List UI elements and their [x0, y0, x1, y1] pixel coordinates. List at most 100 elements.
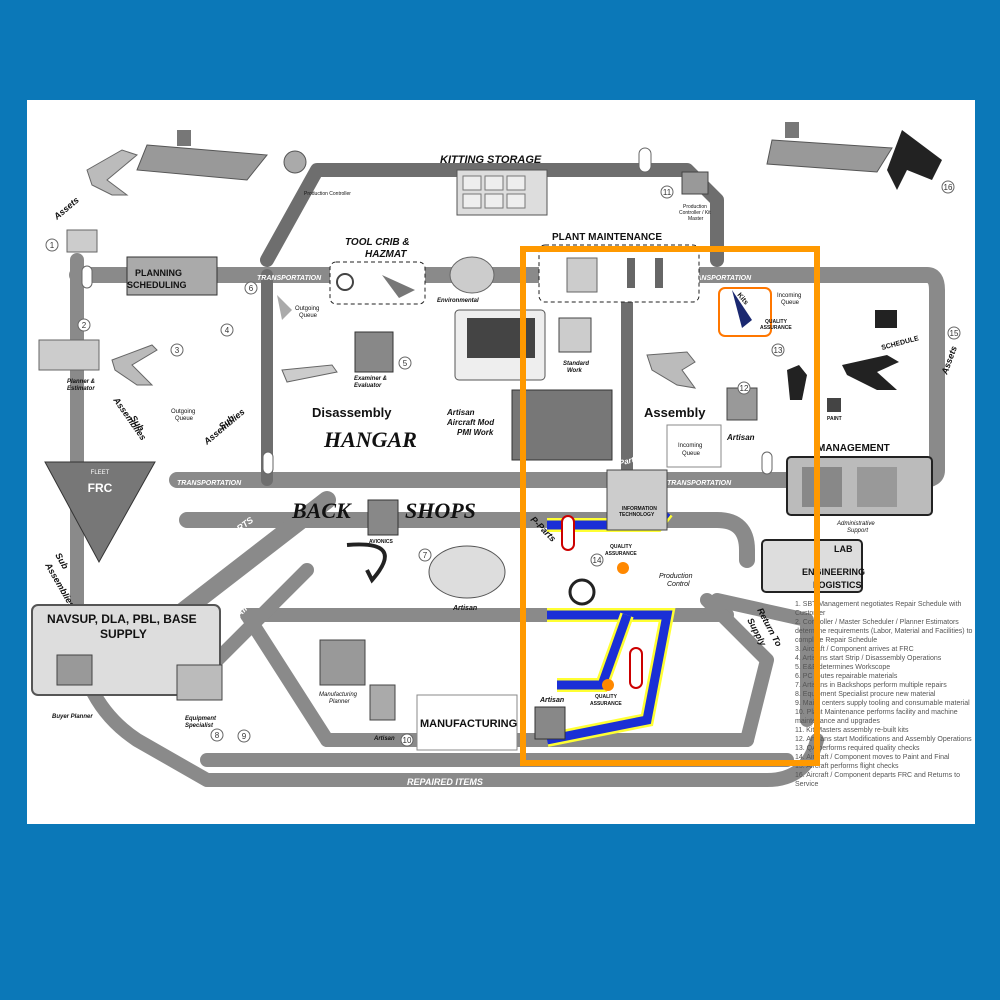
process-step: 12. Artisans start Modifications and Ass…	[795, 736, 972, 743]
road-repair-items	[210, 563, 314, 667]
jet-incoming-icon	[111, 344, 158, 386]
step-marker-number: 13	[774, 346, 783, 355]
label-manufacturing-planner-1: Manufacturing	[319, 692, 358, 698]
label-admin-support-2: Support	[847, 528, 868, 534]
step-marker-number: 11	[663, 188, 672, 197]
kits-arrow-icon	[277, 295, 292, 320]
management-people-icon-2	[857, 467, 897, 507]
step-marker-circle	[77, 318, 91, 332]
label-artisan-backshop: Artisan	[452, 605, 477, 612]
label-transportation-2: TRANSPORTATION	[687, 275, 752, 282]
step-marker-number: 9	[242, 732, 247, 741]
label-avionics: AVIONICS	[369, 539, 393, 545]
road-return-supply	[710, 593, 814, 727]
step-marker-number: 2	[82, 321, 87, 330]
jet-top-right-icon	[887, 130, 942, 190]
papers-icon	[66, 229, 98, 253]
label-environmental: Environmental	[437, 298, 479, 304]
step-marker-number: 6	[249, 284, 254, 293]
label-information: INFORMATION	[622, 506, 657, 512]
step-marker-number: 15	[950, 329, 959, 338]
label-management: MANAGEMENT	[817, 443, 890, 454]
label-transportation-1: TRANSPORTATION	[257, 275, 322, 282]
frc-logo: FLEET FRC	[44, 461, 156, 564]
label-outgoing-queue-2: Queue	[175, 416, 194, 422]
safety-marker-left	[81, 265, 93, 289]
process-step: 6. PC routes repairable materials	[795, 673, 898, 680]
road-backshops-right	[700, 593, 774, 747]
label-examiner: Examiner &	[354, 376, 387, 382]
jet-disassembled-icon	[281, 364, 338, 383]
jet-assembly-icon	[646, 351, 697, 389]
qa-badge-13-mid	[617, 562, 629, 574]
tool-crib-box	[329, 261, 426, 305]
label-transportation-3: TRANSPORTATION	[177, 480, 242, 487]
label-sub-assemblies-right-2: Assemblies	[201, 407, 247, 447]
tool-icon	[336, 273, 354, 291]
label-tool-crib: TOOL CRIB &	[345, 237, 410, 248]
process-step: 7. Artisans in Backshops perform multipl…	[795, 682, 947, 689]
label-kitting-storage: KITTING STORAGE	[440, 154, 542, 166]
step-marker-circle	[237, 729, 251, 743]
label-production-controller: Production Controller	[304, 191, 351, 197]
label-hangar: HANGAR	[323, 427, 417, 452]
step-marker-circle	[947, 326, 961, 340]
label-navsup-1: NAVSUP, DLA, PBL, BASE	[47, 612, 197, 626]
label-artisan-manufacturing: Artisan	[373, 736, 395, 742]
road-backshops-left	[240, 608, 334, 747]
step-marker-circle	[220, 323, 234, 337]
label-qa-top-2: ASSURANCE	[760, 325, 792, 331]
information-technology-icon	[606, 469, 668, 531]
hazmat-icon	[382, 275, 415, 298]
spring-icon-1	[627, 258, 635, 288]
step-marker-circle	[210, 728, 224, 742]
label-equipment-2: Specialist	[185, 723, 214, 729]
step-marker-circle	[660, 185, 674, 199]
incoming-queue-box	[666, 424, 722, 468]
environmental-icon	[449, 256, 495, 294]
step-marker-number: 14	[593, 556, 602, 565]
standard-work-icon	[558, 317, 592, 353]
step-marker-number: 16	[944, 183, 953, 192]
label-assembly: Assembly	[644, 405, 706, 420]
label-production-control-1: Production	[659, 573, 693, 580]
label-standard-work-1: Standard	[563, 361, 589, 367]
process-step: 11. Kit Masters assembly re-built kits	[795, 727, 909, 734]
step-marker-circle	[590, 553, 604, 567]
maintenance-worker-icon	[566, 257, 598, 293]
step-marker-circle	[398, 356, 412, 370]
safety-marker-top	[638, 147, 652, 173]
process-step: 9. Maint centers supply tooling and cons…	[795, 700, 970, 707]
artisan-manufacturing-icon	[369, 684, 396, 721]
equipment-specialist-icon	[176, 664, 223, 701]
process-steps-list: 1. SBT Management negotiates Repair Sche…	[795, 600, 973, 789]
label-manufacturing: MANUFACTURING	[420, 718, 517, 730]
label-artisan-qa: Artisan	[539, 697, 564, 704]
kitting-shelves-icon	[456, 169, 548, 216]
label-incoming-queue-1: Incoming	[678, 443, 702, 449]
paint-sprayer-icon	[787, 365, 807, 400]
safety-marker-2	[629, 647, 643, 689]
step-marker-number: 10	[403, 736, 412, 745]
label-technology: TECHNOLOGY	[619, 512, 655, 518]
safety-marker-1	[561, 515, 575, 551]
manufacturing-planner-icon	[319, 639, 366, 686]
logo-text-fleet: FLEET	[91, 470, 110, 476]
process-step: 3. Aircraft / Component arrives at FRC	[795, 646, 914, 653]
process-step: 5. E&E determines Workscope	[795, 664, 891, 671]
process-step: 13. QA performs required quality checks	[795, 745, 920, 752]
aircraft-engine-photo	[511, 389, 613, 461]
label-estimator: Estimator	[67, 386, 95, 392]
label-kit-master-1: Production	[683, 204, 707, 210]
label-standard-work-2: Work	[567, 368, 583, 374]
label-qa-mid-2: ASSURANCE	[605, 551, 637, 557]
label-engineering: ENGINEERING	[802, 567, 865, 577]
process-step: 1. SBT Management negotiates Repair Sche…	[795, 601, 962, 617]
label-artisan-aircraft-3: PMI Work	[457, 428, 494, 437]
label-paint: PAINT	[827, 416, 842, 422]
label-navsup-2: SUPPLY	[100, 627, 147, 641]
step-marker-circle	[941, 180, 955, 194]
process-step: 2. Controller / Master Scheduler / Plann…	[795, 619, 973, 644]
buyer-planner-icon	[56, 654, 93, 686]
process-step: 8. Equipment Specialist procure new mate…	[795, 691, 936, 698]
